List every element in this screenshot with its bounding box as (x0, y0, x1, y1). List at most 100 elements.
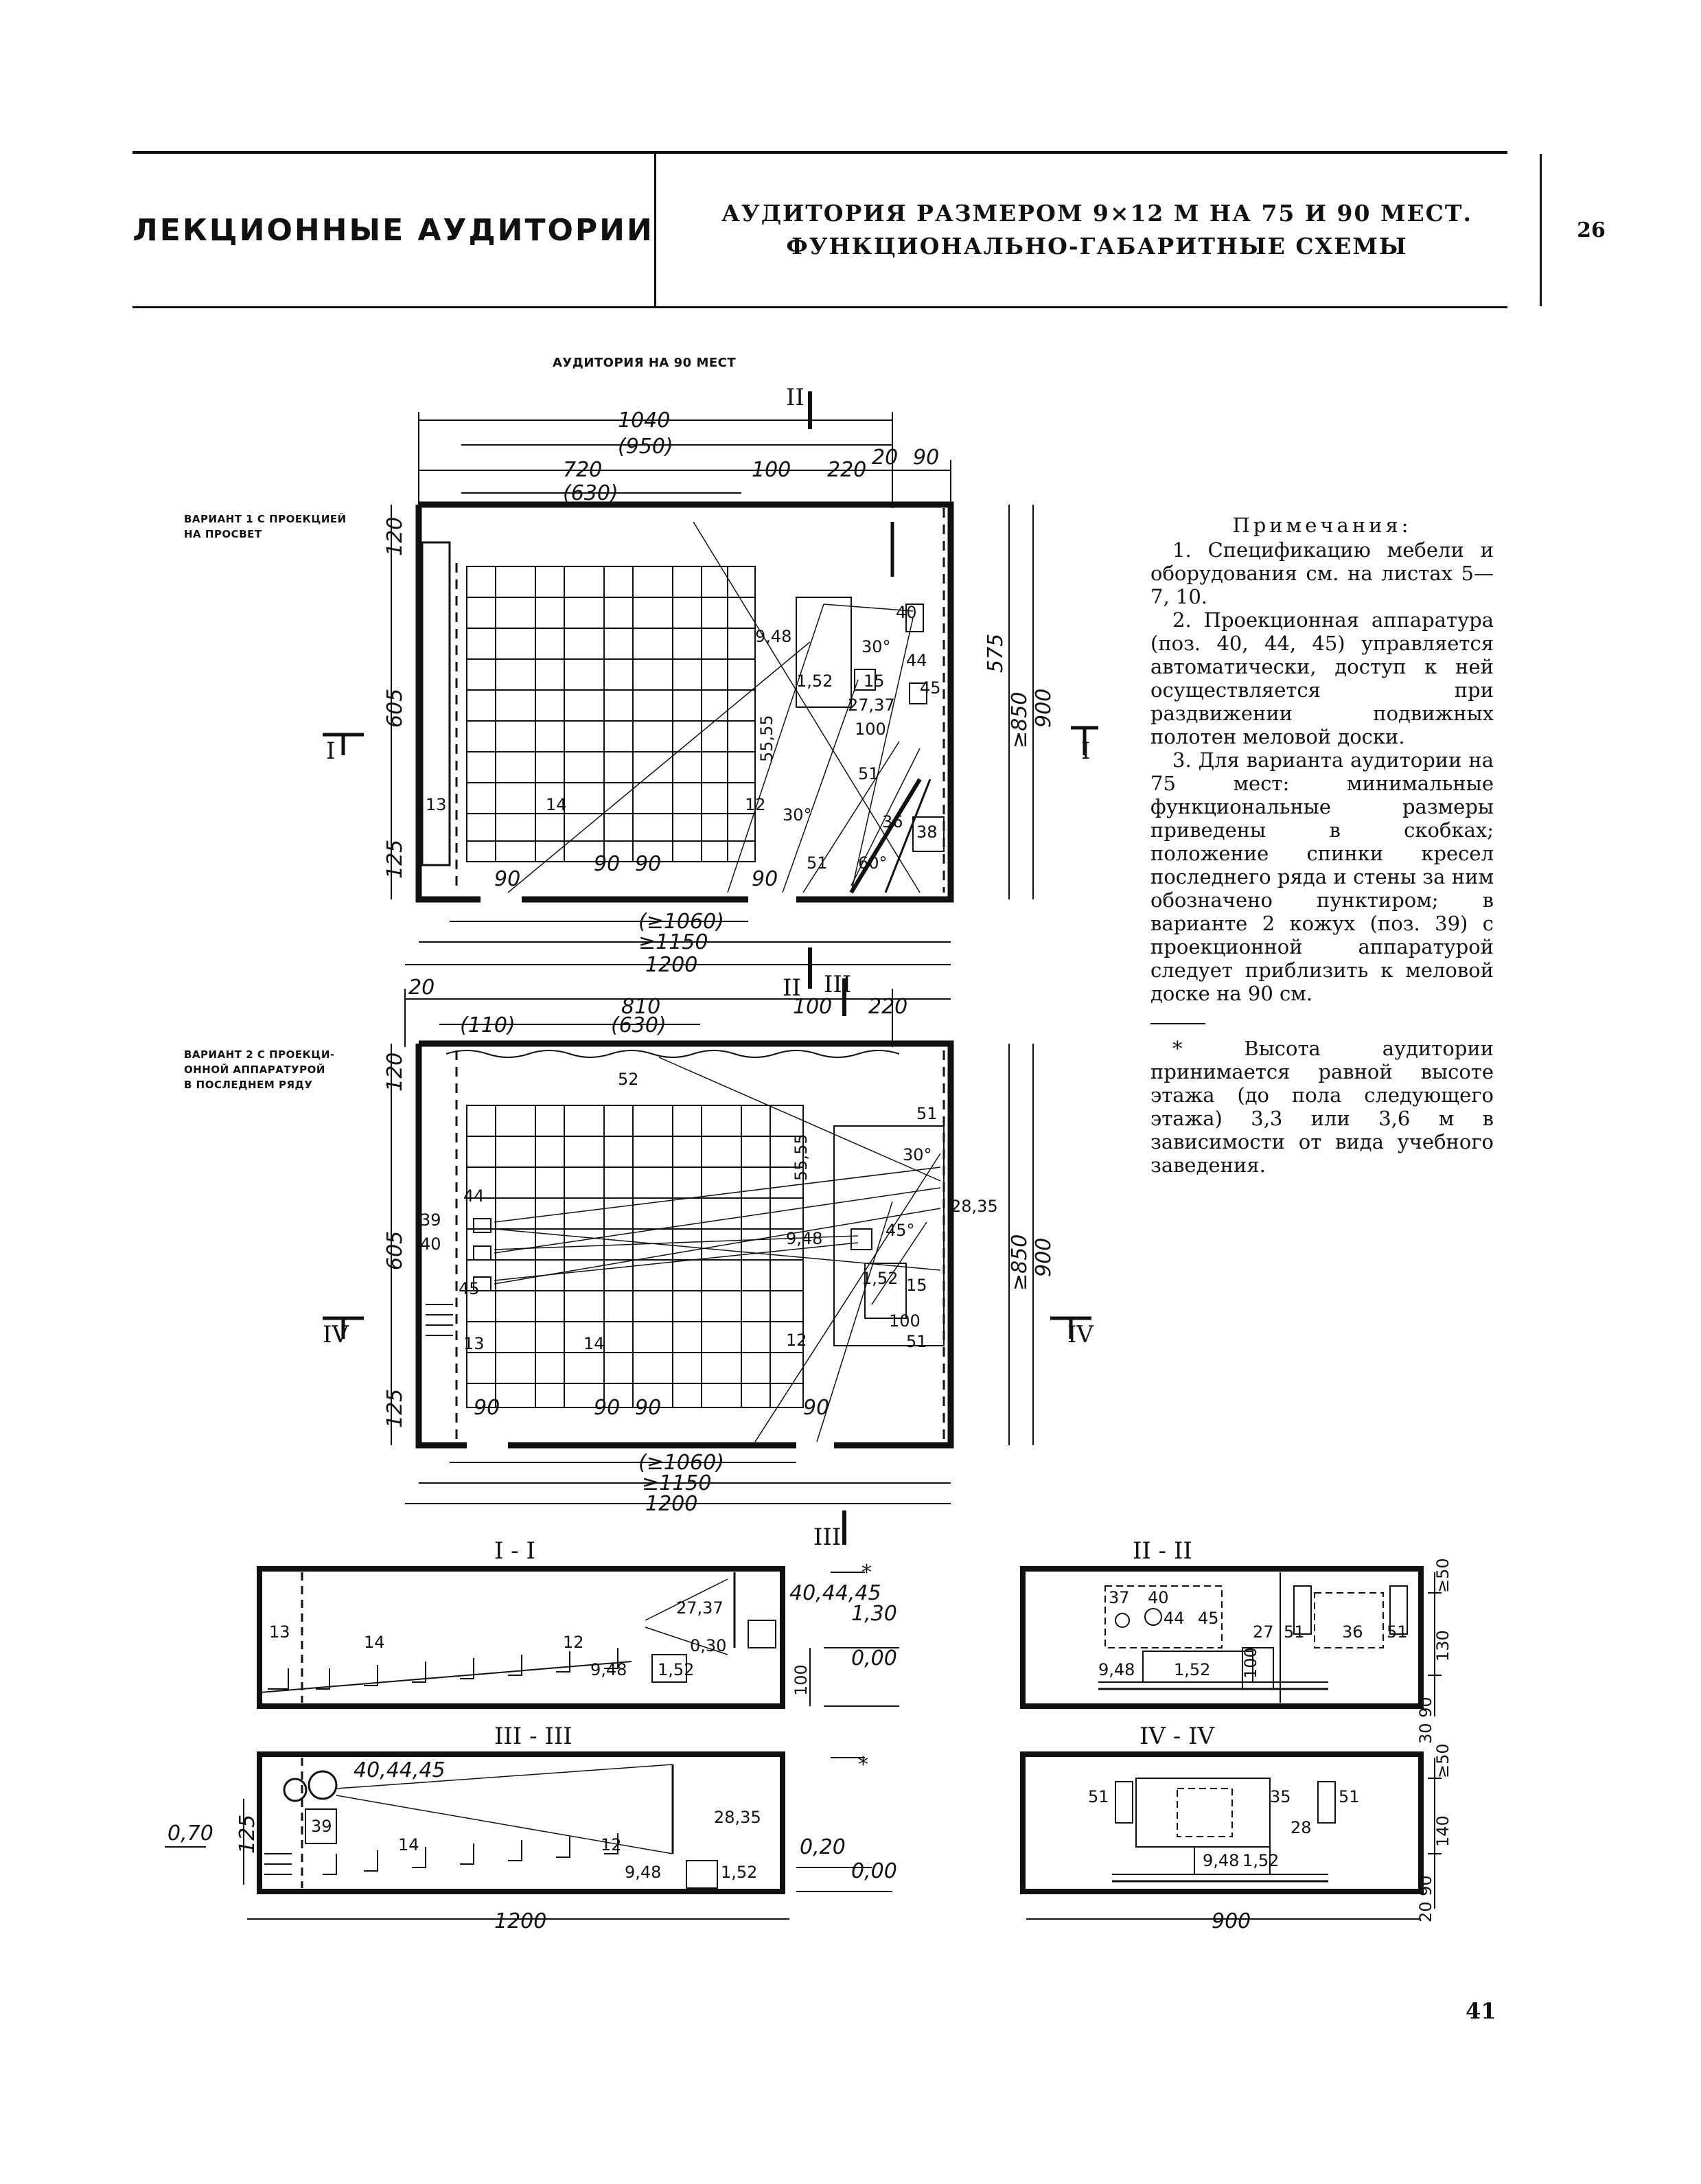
seating-rows-plan1 (466, 566, 756, 862)
svg-text:40,44,45: 40,44,45 (789, 1581, 881, 1605)
svg-text:0,00: 0,00 (851, 1859, 897, 1883)
svg-text:40: 40 (1148, 1588, 1169, 1607)
svg-text:1,52: 1,52 (1242, 1851, 1279, 1870)
note-3: 3. Для варианта аудитории на 75 мест: ми… (1150, 748, 1494, 1005)
svg-text:15: 15 (906, 1276, 927, 1295)
svg-text:36: 36 (882, 812, 903, 831)
svg-text:≥1150: ≥1150 (638, 930, 708, 954)
svg-text:1,30: 1,30 (851, 1602, 897, 1626)
svg-text:30°: 30° (861, 637, 891, 656)
svg-text:IV: IV (323, 1321, 349, 1348)
svg-text:15: 15 (864, 671, 885, 691)
svg-text:90: 90 (752, 867, 778, 891)
svg-text:36: 36 (1342, 1622, 1363, 1642)
svg-text:39: 39 (311, 1817, 332, 1836)
svg-text:IV - IV: IV - IV (1139, 1723, 1216, 1750)
svg-text:14: 14 (398, 1835, 419, 1854)
svg-text:30 90: 30 90 (1416, 1697, 1435, 1744)
svg-text:51: 51 (1284, 1622, 1305, 1642)
svg-text:90: 90 (803, 1396, 829, 1420)
svg-text:III - III: III - III (494, 1723, 572, 1750)
svg-text:55,55: 55,55 (757, 715, 776, 762)
svg-text:I: I (326, 737, 335, 765)
svg-text:0,70: 0,70 (167, 1821, 213, 1846)
svg-text:III: III (824, 971, 851, 998)
svg-text:1040: 1040 (618, 409, 670, 433)
plan-title: АУДИТОРИЯ НА 90 МЕСТ (553, 356, 737, 370)
svg-text:1,52: 1,52 (721, 1863, 757, 1882)
svg-text:1,52: 1,52 (861, 1269, 898, 1288)
svg-text:130: 130 (1433, 1630, 1453, 1662)
svg-text:9,48: 9,48 (1098, 1660, 1135, 1679)
svg-text:51: 51 (858, 764, 879, 783)
svg-text:(≥1060): (≥1060) (638, 1451, 724, 1475)
svg-text:51: 51 (1387, 1622, 1408, 1642)
svg-text:120: 120 (383, 517, 407, 556)
plan-variant2 (415, 1040, 954, 1449)
section-3-3 (257, 1751, 785, 1894)
svg-text:51: 51 (807, 853, 828, 873)
svg-text:220: 220 (827, 458, 866, 482)
plan-variant1 (415, 501, 954, 903)
svg-text:44: 44 (1164, 1609, 1185, 1628)
svg-text:125: 125 (383, 1389, 407, 1428)
svg-text:14: 14 (583, 1334, 605, 1353)
svg-text:1200: 1200 (645, 1492, 697, 1516)
page-number: 41 (1466, 1998, 1496, 2024)
svg-text:(≥1060): (≥1060) (638, 910, 724, 934)
sheet-number: 26 (1577, 218, 1606, 242)
svg-text:51: 51 (1339, 1787, 1360, 1806)
svg-text:30°: 30° (783, 805, 812, 825)
svg-text:900: 900 (1212, 1909, 1251, 1933)
svg-text:810: 810 (621, 995, 660, 1019)
sheet-title-line1: АУДИТОРИЯ РАЗМЕРОМ 9×12 М НА 75 И 90 МЕС… (721, 200, 1472, 227)
svg-text:II - II: II - II (1133, 1537, 1192, 1565)
svg-text:60°: 60° (858, 853, 888, 873)
svg-text:13: 13 (463, 1334, 485, 1353)
svg-text:40,44,45: 40,44,45 (354, 1758, 445, 1782)
svg-text:III: III (813, 1524, 841, 1551)
svg-text:(630): (630) (611, 1013, 667, 1037)
svg-text:51: 51 (1088, 1787, 1109, 1806)
svg-text:720: 720 (563, 458, 602, 482)
svg-text:39: 39 (420, 1210, 441, 1230)
svg-text:≥50: ≥50 (1433, 1743, 1453, 1778)
section-title: ЛЕКЦИОННЫЕ АУДИТОРИИ (132, 212, 654, 248)
svg-text:II: II (786, 384, 805, 411)
svg-text:38: 38 (916, 823, 938, 842)
svg-text:28: 28 (1291, 1818, 1312, 1837)
sheet-header: ЛЕКЦИОННЫЕ АУДИТОРИИ АУДИТОРИЯ РАЗМЕРОМ … (132, 151, 1606, 308)
svg-text:0,30: 0,30 (690, 1636, 726, 1655)
notes: Примечания: 1. Спецификацию мебели и обо… (1150, 514, 1494, 1177)
svg-text:20: 20 (872, 446, 898, 470)
svg-text:12: 12 (745, 795, 766, 814)
svg-text:IV: IV (1067, 1321, 1094, 1348)
svg-text:90: 90 (494, 867, 520, 891)
plan2-dimensions (391, 978, 1034, 1545)
svg-text:9,48: 9,48 (590, 1660, 627, 1679)
svg-text:12: 12 (786, 1331, 807, 1350)
svg-text:52: 52 (618, 1070, 639, 1089)
svg-text:100: 100 (791, 1664, 811, 1696)
svg-text:900: 900 (1032, 689, 1056, 728)
svg-text:20 90: 20 90 (1416, 1875, 1435, 1922)
section-4-4 (1020, 1751, 1424, 1920)
svg-text:125: 125 (235, 1815, 259, 1854)
svg-text:≥50: ≥50 (1433, 1558, 1453, 1593)
svg-text:35: 35 (1270, 1787, 1291, 1806)
svg-text:I - I: I - I (494, 1537, 535, 1565)
svg-text:100: 100 (1241, 1647, 1260, 1679)
svg-text:(950): (950) (618, 435, 673, 459)
svg-text:125: 125 (383, 840, 407, 879)
svg-text:1200: 1200 (645, 953, 697, 977)
svg-text:13: 13 (426, 795, 447, 814)
svg-text:27,37: 27,37 (848, 696, 895, 715)
svg-text:45: 45 (459, 1279, 480, 1298)
svg-text:90: 90 (594, 852, 620, 876)
svg-text:≥850: ≥850 (1008, 692, 1032, 748)
svg-text:(630): (630) (563, 481, 618, 505)
svg-text:90: 90 (594, 1396, 620, 1420)
svg-text:45: 45 (920, 678, 941, 698)
